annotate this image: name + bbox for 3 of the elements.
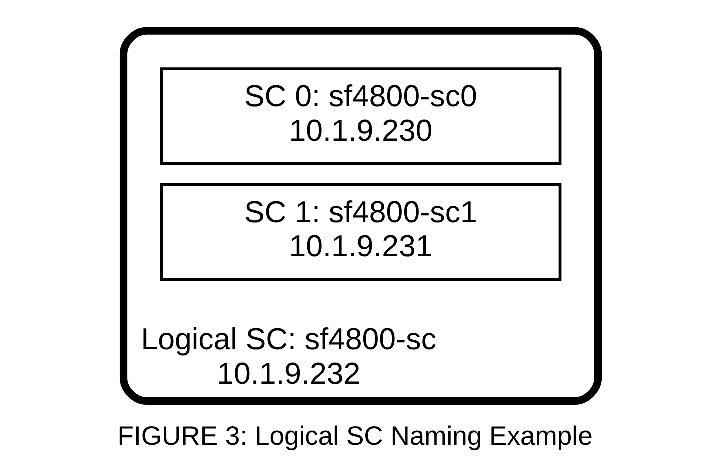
node-box: SC 1: sf4800-sc1 10.1.9.231 [160, 183, 562, 282]
caption: FIGURE 3: Logical SC Naming Example [118, 421, 593, 452]
node-box: SC 0: sf4800-sc0 10.1.9.230 [160, 68, 562, 166]
